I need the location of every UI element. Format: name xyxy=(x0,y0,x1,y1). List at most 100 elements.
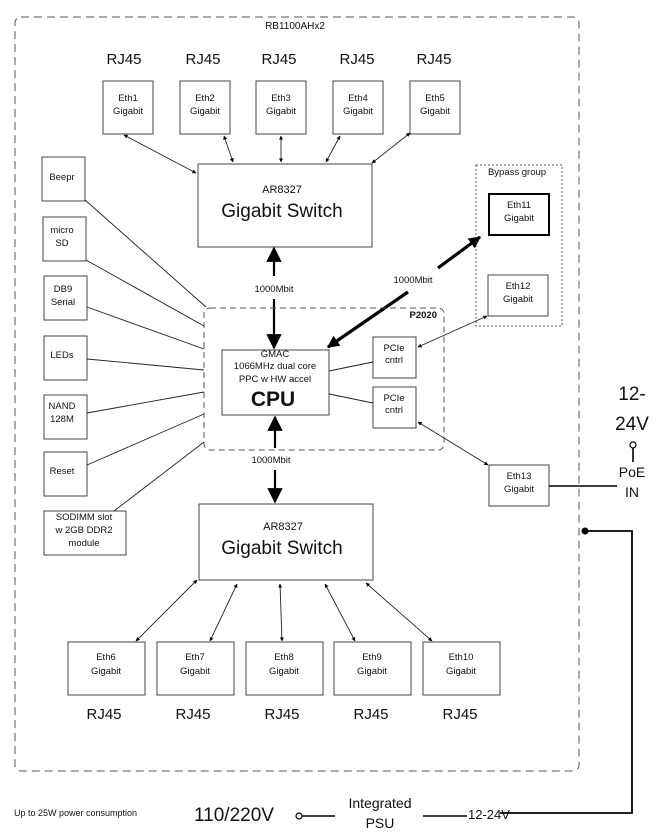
rj45-label: RJ45 xyxy=(175,706,210,723)
pcie-line2: cntrl xyxy=(385,355,403,366)
port-speed: Gigabit xyxy=(504,484,534,495)
power-consumption-note: Up to 25W power consumption xyxy=(14,808,137,818)
pcie-line2: cntrl xyxy=(385,405,403,416)
port-name: Eth4 xyxy=(348,93,368,104)
switch-model: AR8327 xyxy=(262,184,302,196)
port-eth4: Eth4 Gigabit xyxy=(332,80,384,135)
cpu-group-label: P2020 xyxy=(410,310,437,321)
cpu-line1: GMAC xyxy=(261,349,290,360)
peripherals: Beepr micro SD DB9 Serial LEDs NAND 128M… xyxy=(41,156,127,556)
cpu-line2: 1066MHz dual core xyxy=(234,361,316,372)
peripheral-db9-serial: DB9 Serial xyxy=(43,275,88,321)
poe-label-line2: IN xyxy=(625,484,639,500)
poe-terminal-icon xyxy=(629,441,637,449)
link-eth5 xyxy=(371,132,411,164)
port-eth9: Eth9 Gigabit xyxy=(333,641,412,696)
port-eth12: Eth12 Gigabit xyxy=(487,274,549,317)
port-name: Eth8 xyxy=(274,652,294,663)
port-name: Eth5 xyxy=(425,93,445,104)
port-speed: Gigabit xyxy=(504,213,534,224)
link-bypass-upper xyxy=(437,235,481,270)
top-ports: RJ45 RJ45 RJ45 RJ45 RJ45 Eth1 Gigabit Et… xyxy=(102,51,461,135)
port-eth8: Eth8 Gigabit xyxy=(245,641,324,696)
rj45-label: RJ45 xyxy=(416,51,451,68)
svg-text:LEDs: LEDs xyxy=(50,350,73,361)
peripheral-beepr: Beepr xyxy=(41,156,86,202)
peripheral-sodimm: SODIMM slot w 2GB DDR2 module xyxy=(43,510,127,556)
port-speed: Gigabit xyxy=(266,106,296,117)
bypass-group: Bypass group Eth11 Gigabit Eth12 Gigabit xyxy=(475,164,563,327)
peripheral-microsd: micro SD xyxy=(42,216,87,262)
power-trace xyxy=(500,530,633,814)
mains-terminal-icon xyxy=(295,812,303,820)
port-name: Eth3 xyxy=(271,93,291,104)
port-name: Eth11 xyxy=(507,200,531,211)
switch-label: Gigabit Switch xyxy=(221,538,342,559)
port-eth10: Eth10 Gigabit xyxy=(422,641,501,696)
poe-voltage-line1: 12- xyxy=(618,384,645,405)
port-eth3: Eth3 Gigabit xyxy=(255,80,307,135)
link-eth7 xyxy=(209,583,238,642)
port-eth7: Eth7 Gigabit xyxy=(156,641,235,696)
peripheral-links xyxy=(84,199,207,512)
rj45-label: RJ45 xyxy=(339,51,374,68)
port-name: Eth2 xyxy=(195,93,215,104)
svg-text:w 2GB DDR2: w 2GB DDR2 xyxy=(54,525,112,536)
rj45-label: RJ45 xyxy=(442,706,477,723)
svg-text:Reset: Reset xyxy=(50,466,75,477)
port-eth5: Eth5 Gigabit xyxy=(409,80,461,135)
cpu: GMAC 1066MHz dual core PPC w HW accel CP… xyxy=(221,349,330,416)
link-eth9 xyxy=(324,583,356,642)
port-speed: Gigabit xyxy=(343,106,373,117)
switch-model: AR8327 xyxy=(263,521,303,533)
svg-text:DB9: DB9 xyxy=(54,284,72,295)
port-eth1: Eth1 Gigabit xyxy=(102,80,154,135)
pcie-controller-2: PCIe cntrl xyxy=(372,386,417,429)
port-name: Eth10 xyxy=(449,652,474,663)
port-name: Eth13 xyxy=(507,471,532,482)
cpu-group: P2020 xyxy=(203,307,445,451)
link-bypass-lower xyxy=(326,290,409,349)
port-speed: Gigabit xyxy=(357,666,387,677)
svg-text:SODIMM slot: SODIMM slot xyxy=(56,512,113,523)
rj45-label: RJ45 xyxy=(185,51,220,68)
svg-text:module: module xyxy=(68,538,99,549)
svg-text:Serial: Serial xyxy=(51,297,75,308)
port-speed: Gigabit xyxy=(446,666,476,677)
switch-bottom: AR8327 Gigabit Switch xyxy=(198,503,374,581)
rj45-label: RJ45 xyxy=(261,51,296,68)
poe-input: 12- 24V PoE IN xyxy=(615,384,649,500)
port-name: Eth12 xyxy=(506,281,531,292)
port-eth6: Eth6 Gigabit xyxy=(67,641,146,696)
port-speed: Gigabit xyxy=(503,294,533,305)
switch-top: AR8327 Gigabit Switch xyxy=(197,163,373,248)
port-name: Eth7 xyxy=(185,652,205,663)
cpu-label: CPU xyxy=(251,388,295,411)
link-speed-top: 1000Mbit xyxy=(254,284,293,295)
port-eth13: Eth13 Gigabit xyxy=(488,464,550,507)
bottom-ports: Eth6 Gigabit Eth7 Gigabit Eth8 Gigabit E… xyxy=(67,641,501,723)
svg-text:128M: 128M xyxy=(50,414,74,425)
link-eth4 xyxy=(325,135,341,163)
link-eth1 xyxy=(123,134,197,174)
psu-label-line2: PSU xyxy=(366,815,395,831)
link-cpu-pcie1 xyxy=(328,361,374,372)
power-row: Up to 25W power consumption 110/220V Int… xyxy=(14,795,510,831)
link-pcie2-eth13 xyxy=(417,421,489,466)
port-speed: Gigabit xyxy=(269,666,299,677)
svg-text:NAND: NAND xyxy=(49,401,76,412)
mains-voltage: 110/220V xyxy=(194,805,274,826)
port-speed: Gigabit xyxy=(420,106,450,117)
pcie-controller-1: PCIe cntrl xyxy=(372,336,417,379)
peripheral-reset: Reset xyxy=(43,451,88,497)
port-speed: Gigabit xyxy=(190,106,220,117)
pcie-line1: PCIe xyxy=(383,393,404,404)
link-cpu-pcie2 xyxy=(328,393,374,404)
link-eth8 xyxy=(278,583,284,642)
link-eth2 xyxy=(223,135,234,163)
dc-output-voltage: 12-24V xyxy=(468,807,510,822)
link-pcie1-eth12 xyxy=(417,315,488,348)
peripheral-leds: LEDs xyxy=(43,335,88,381)
port-name: Eth6 xyxy=(96,652,116,663)
